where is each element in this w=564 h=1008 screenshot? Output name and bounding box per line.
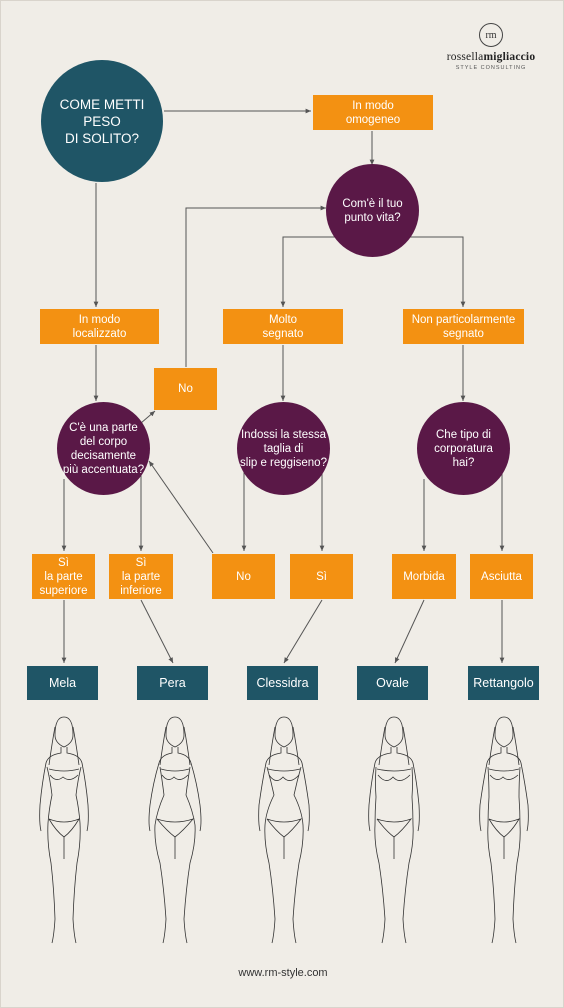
question-punto-vita-node: Com'è il tuo punto vita? (326, 164, 419, 257)
figure-ovale-icon (368, 716, 420, 944)
question-taglia-node: Indossi la stessa taglia di slip e reggi… (237, 402, 330, 495)
option-omogeneo: In modo omogeneo (313, 95, 433, 130)
question-parte-corpo-node: C'è una parte del corpo decisamente più … (57, 402, 150, 495)
answer-morbida: Morbida (392, 554, 456, 599)
answer-si-superiore: Sì la parte superiore (32, 554, 95, 599)
figure-mela-icon (39, 716, 89, 944)
logo-name-light: rossella (446, 51, 484, 63)
answer-no-top: No (154, 368, 217, 410)
answer-si-inferiore: Sì la parte inferiore (109, 554, 173, 599)
question-corporatura-text: Che tipo di corporatura hai? (434, 428, 493, 469)
connector (394, 599, 425, 664)
start-question-node: COME METTI PESO DI SOLITO? (41, 60, 163, 182)
figure-rettangolo-icon (479, 716, 529, 944)
figure-pera-icon (148, 716, 202, 944)
answer-non-segnato: Non particolarmente segnato (403, 309, 524, 344)
connector (401, 236, 466, 307)
option-localizzato: In modo localizzato (40, 309, 159, 344)
connector (283, 599, 323, 664)
footer-url: www.rm-style.com (238, 967, 328, 979)
question-taglia-text: Indossi la stessa taglia di slip e reggi… (240, 428, 327, 469)
question-corporatura-node: Che tipo di corporatura hai? (417, 402, 510, 495)
answer-no: No (212, 554, 275, 599)
result-clessidra: Clessidra (247, 666, 318, 700)
start-question-text: COME METTI PESO DI SOLITO? (59, 96, 145, 146)
connector (140, 599, 174, 664)
figure-clessidra-icon (258, 716, 310, 944)
connector (148, 460, 214, 554)
answer-asciutta: Asciutta (470, 554, 533, 599)
result-pera: Pera (137, 666, 208, 700)
logo-monogram: rm (479, 23, 503, 47)
question-punto-vita-text: Com'è il tuo punto vita? (342, 197, 403, 224)
answer-molto-segnato: Molto segnato (223, 309, 343, 344)
result-mela: Mela (27, 666, 98, 700)
question-parte-corpo-text: C'è una parte del corpo decisamente più … (62, 421, 145, 476)
logo-name-bold: migliaccio (483, 51, 536, 63)
brand-logo: rm rossellamigliaccio STYLE CONSULTING (441, 23, 541, 71)
answer-si: Sì (290, 554, 353, 599)
logo-tagline: STYLE CONSULTING (455, 65, 527, 71)
connector (185, 205, 326, 367)
result-rettangolo: Rettangolo (468, 666, 539, 700)
connector (280, 236, 341, 307)
result-ovale: Ovale (357, 666, 428, 700)
connector (140, 410, 156, 424)
logo-name: rossellamigliaccio (441, 51, 541, 63)
